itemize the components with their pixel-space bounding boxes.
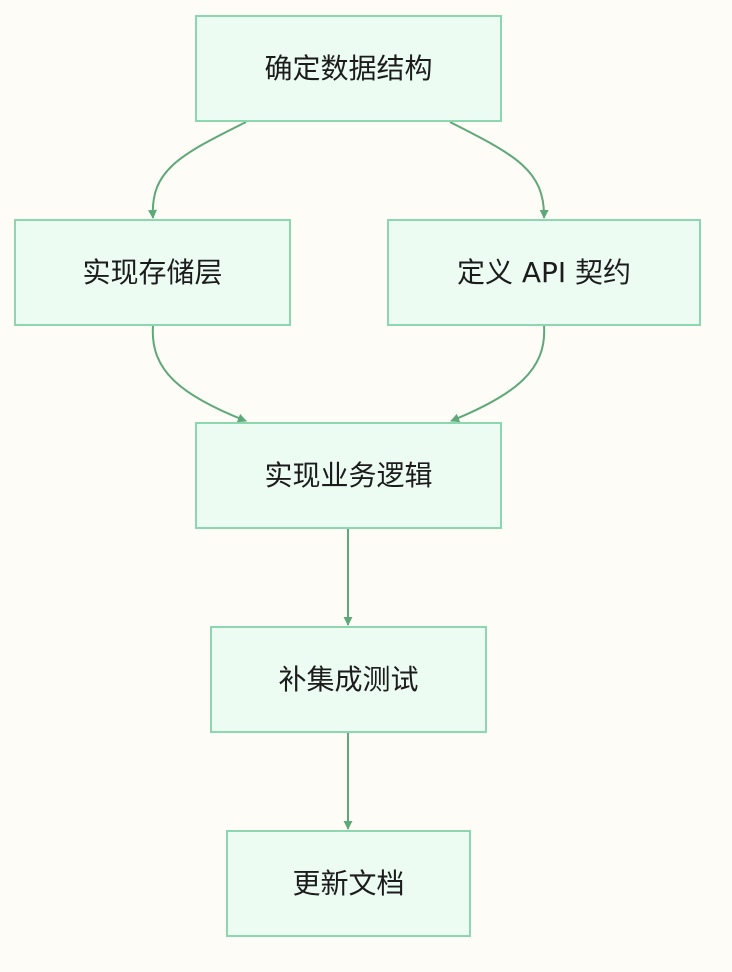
node-label: 定义 API 契约 — [456, 255, 632, 289]
node-implement-business-logic: 实现业务逻辑 — [195, 422, 502, 529]
node-label: 实现业务逻辑 — [264, 458, 433, 492]
node-add-integration-tests: 补集成测试 — [210, 626, 487, 733]
node-label: 更新文档 — [292, 866, 405, 900]
edge-n1-to-n3 — [449, 121, 549, 219]
node-implement-storage-layer: 实现存储层 — [14, 219, 291, 326]
node-label: 补集成测试 — [278, 662, 419, 696]
edge-n3-to-n4 — [450, 325, 546, 423]
edge-n2-to-n4 — [151, 325, 247, 423]
node-update-docs: 更新文档 — [226, 830, 471, 937]
node-define-data-structure: 确定数据结构 — [195, 15, 502, 122]
node-define-api-contract: 定义 API 契约 — [387, 219, 701, 326]
node-label: 实现存储层 — [82, 255, 223, 289]
edge-n1-to-n2 — [148, 121, 247, 219]
node-label: 确定数据结构 — [264, 51, 433, 85]
